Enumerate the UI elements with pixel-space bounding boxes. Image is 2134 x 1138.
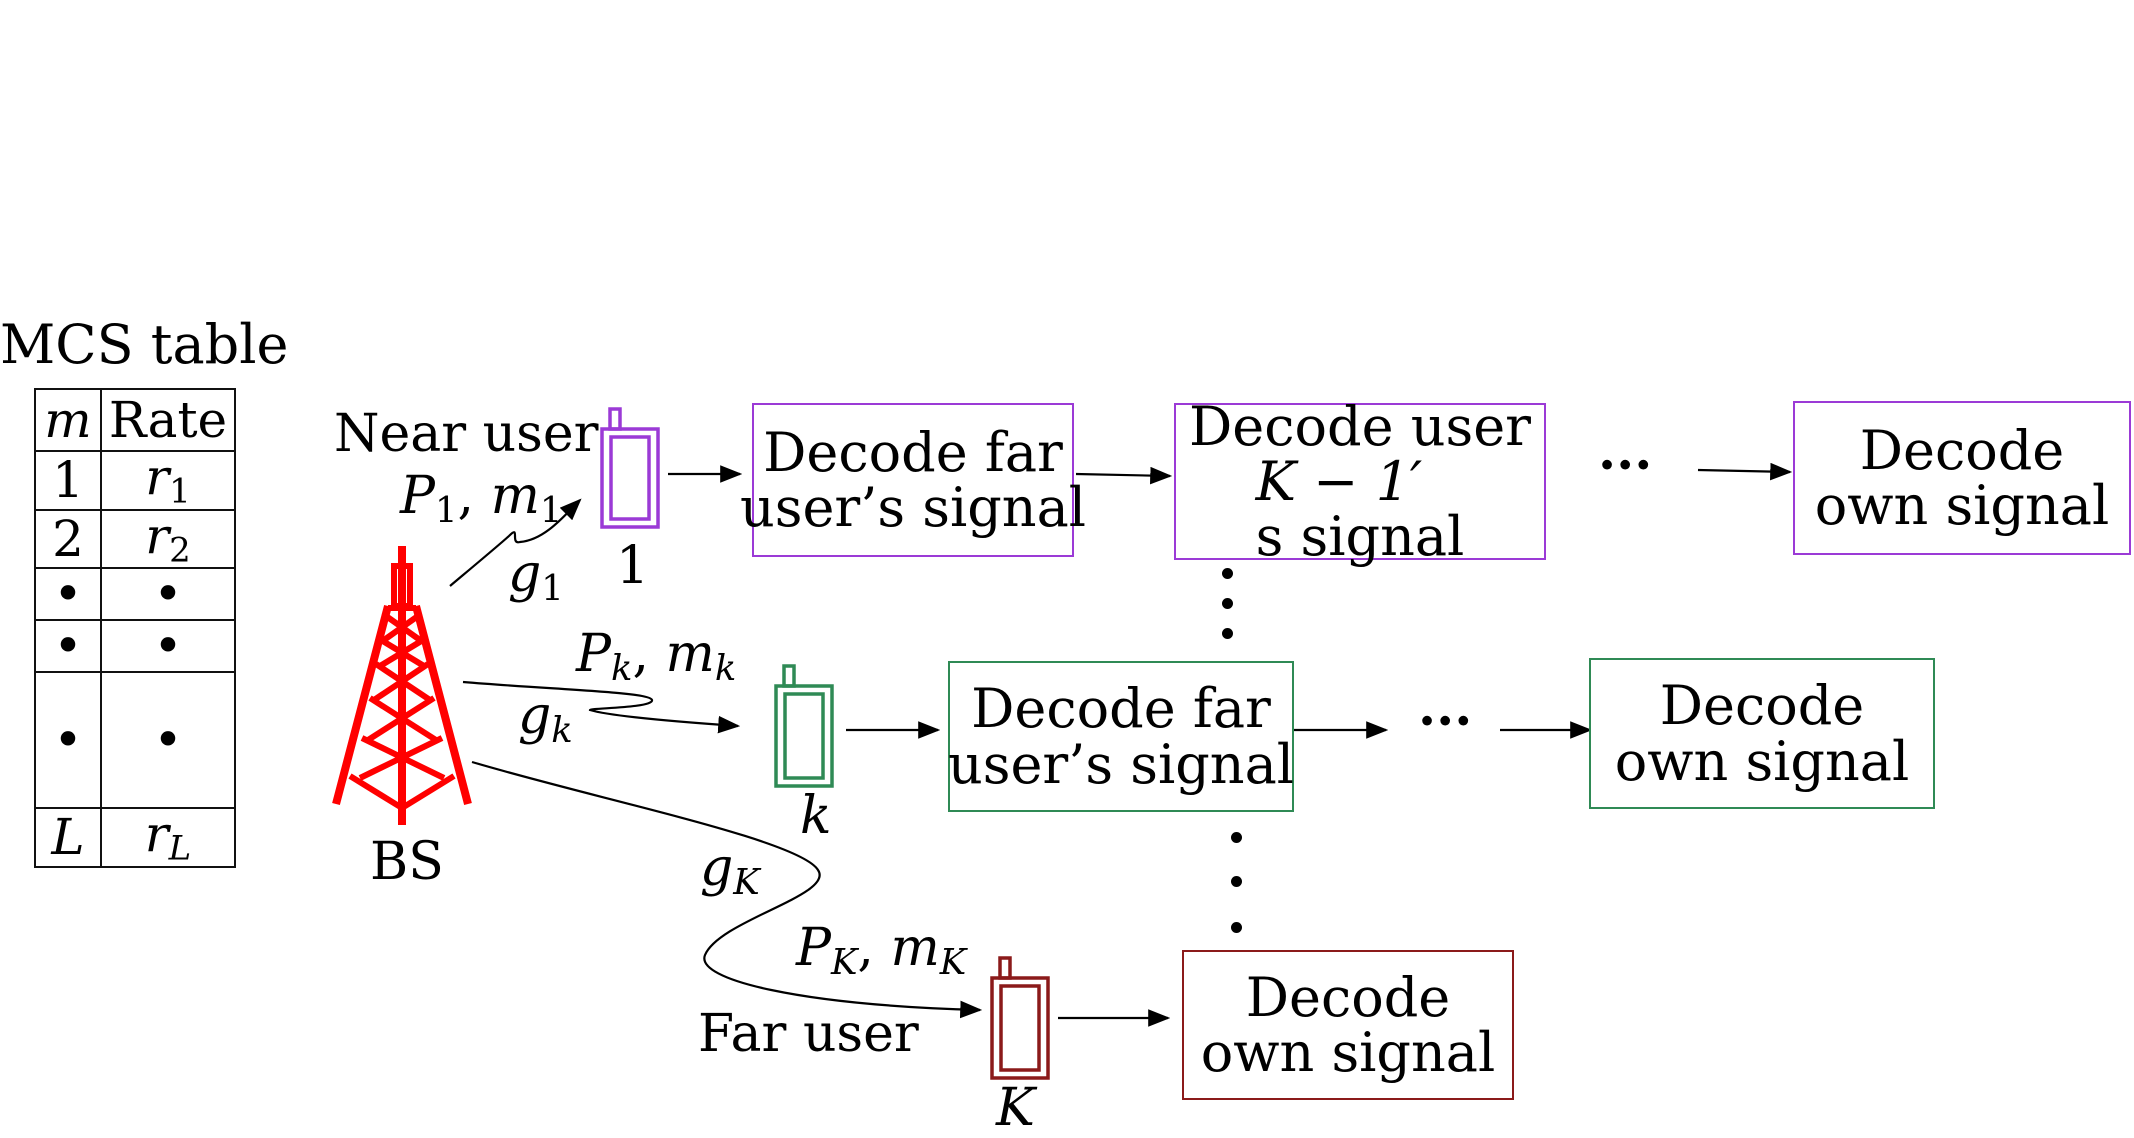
box-line: Decode far [763, 420, 1063, 484]
ellipsis-near: ··· [1598, 435, 1653, 496]
box-line: Decode [1859, 418, 2065, 482]
mcs-row: L rL [34, 807, 236, 868]
box-line: own signal [1200, 1021, 1496, 1084]
decode-box-near-own-signal: Decode own signal [1793, 401, 2131, 555]
mcs-cell-index: L [34, 807, 102, 868]
decode-box-mid-own-signal: Decode own signal [1589, 658, 1935, 809]
arrow [1075, 466, 1173, 485]
mcs-cell-index: • [34, 567, 102, 621]
far-user-caption: Far user [698, 1004, 919, 1064]
vertical-ellipsis-dot [1231, 922, 1242, 933]
box-line: Decode [1659, 674, 1865, 738]
mcs-cell-rate: • [100, 671, 236, 809]
box-line: user’s signal [739, 476, 1087, 539]
mcs-row: 2 r2 [34, 508, 236, 569]
near-user-caption: Near user [334, 404, 599, 464]
near-user-phone-icon [600, 407, 660, 529]
box-line: K − 1′s signal [1255, 449, 1465, 569]
arrow [1697, 462, 1793, 481]
mcs-cell-rate: r2 [100, 508, 236, 569]
vertical-ellipsis-dot [1222, 598, 1233, 609]
box-line: own signal [1614, 729, 1910, 793]
mcs-cell-rate: • [100, 567, 236, 621]
mcs-cell-rate: • [100, 619, 236, 673]
mcs-cell-rate: r1 [100, 450, 236, 511]
mcs-header-m: m [34, 388, 102, 452]
box-line: Decode far [971, 677, 1271, 741]
near-user-channel: g1 [508, 544, 564, 609]
far-user-power-mcs: PK, mK [796, 918, 967, 983]
mcs-cell-index: 2 [34, 508, 102, 569]
decode-box-mid-far-signal: Decode far user’s signal [948, 661, 1294, 812]
decode-box-near-far-signal: Decode far user’s signal [740, 403, 1086, 557]
vertical-ellipsis-dot [1222, 628, 1233, 639]
base-station-label: BS [370, 832, 444, 892]
box-line: Decode [1245, 965, 1451, 1029]
mid-user-phone-icon [774, 664, 834, 788]
box-line: user’s signal [947, 732, 1295, 796]
mid-user-power-mcs: Pk, mk [576, 624, 737, 689]
mid-user-channel: gk [518, 686, 573, 751]
box-line: own signal [1814, 474, 2110, 537]
vertical-ellipsis-dot [1222, 568, 1233, 579]
cell-tower-icon [332, 546, 472, 825]
mcs-table: m Rate 1 r1 2 r2 • • • • • • L rL [34, 388, 236, 868]
mcs-cell-index: • [34, 671, 102, 809]
mcs-cell-index: 1 [34, 450, 102, 511]
mcs-row: 1 r1 [34, 450, 236, 511]
mcs-cell-index: • [34, 619, 102, 673]
ellipsis-mid: ··· [1418, 691, 1473, 752]
channel-link-near [449, 498, 582, 587]
near-user-power-mcs: P1, m1 [400, 466, 563, 531]
far-user-phone-icon [990, 956, 1050, 1080]
mcs-table-title: MCS table [0, 313, 289, 376]
vertical-ellipsis-dot [1231, 832, 1242, 843]
decode-box-far-own-signal: Decode own signal [1182, 950, 1514, 1100]
box-line: Decode user [1189, 394, 1531, 458]
mcs-row: • • [34, 619, 236, 673]
near-user-index: 1 [616, 536, 650, 596]
far-user-channel: gK [700, 838, 760, 903]
decode-box-near-user-k-minus-1: Decode user K − 1′s signal [1174, 399, 1546, 564]
channel-link-mid [462, 680, 741, 734]
vertical-ellipsis-dot [1231, 876, 1242, 887]
far-user-index: K [996, 1078, 1035, 1138]
mcs-header-rate: Rate [100, 388, 236, 452]
mid-user-index: k [800, 786, 832, 846]
mcs-row: • • [34, 671, 236, 809]
mcs-cell-rate: rL [100, 807, 236, 868]
channel-link-far [471, 760, 983, 1019]
mcs-header-row: m Rate [34, 388, 236, 452]
mcs-row: • • [34, 567, 236, 621]
